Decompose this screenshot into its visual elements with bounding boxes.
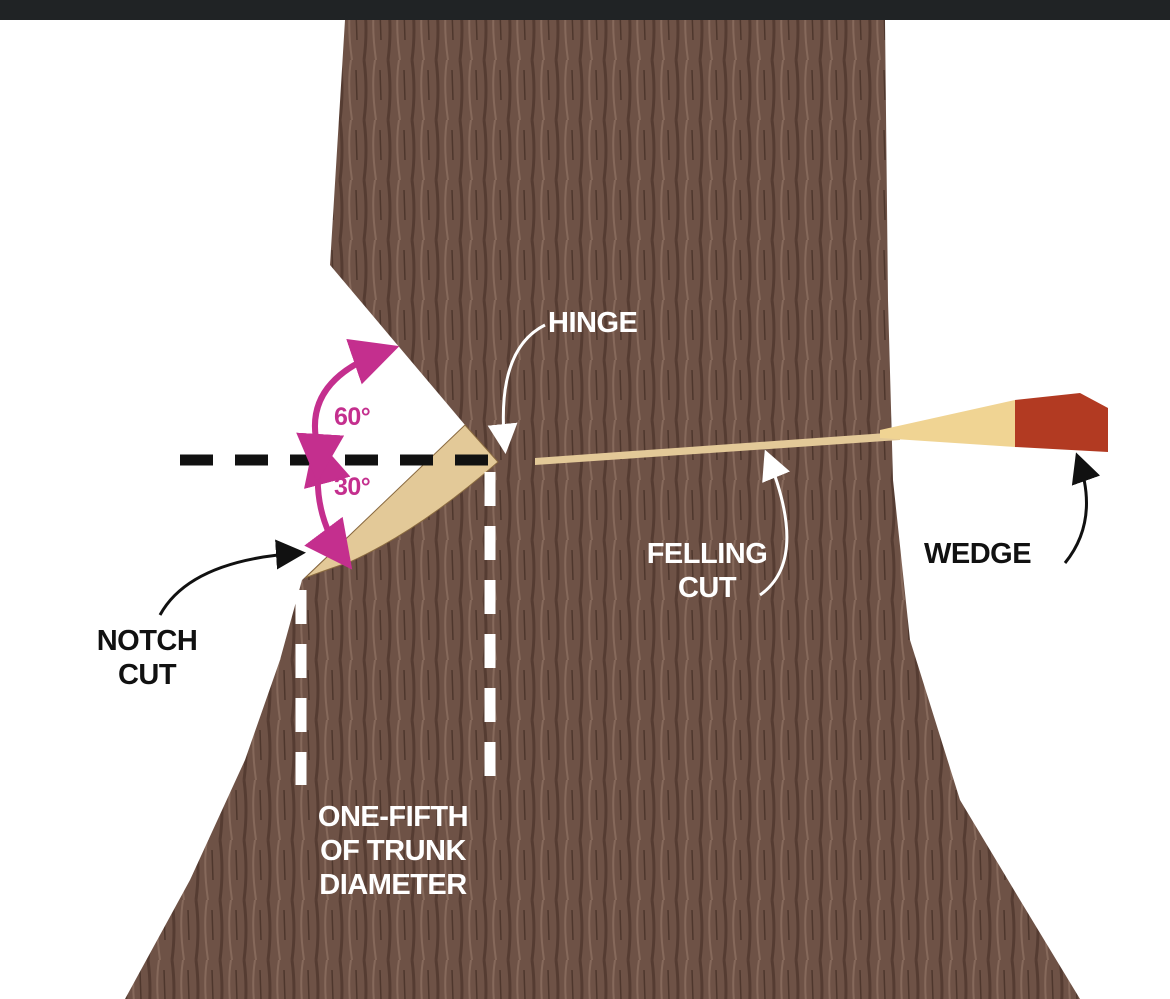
felling-cut: [535, 432, 900, 465]
felling-cut-line1: FELLING: [646, 538, 768, 570]
notch-cut-label: NOTCH CUT: [82, 624, 212, 692]
angle-60-label: 60°: [334, 403, 371, 431]
wedge-label: WEDGE: [924, 538, 1032, 570]
notch-cut-line1: NOTCH: [96, 625, 198, 657]
wedge: [880, 393, 1108, 452]
one-fifth-line1: ONE-FIFTH: [317, 801, 469, 833]
notch-cut-line2: CUT: [117, 659, 177, 691]
hinge-label: HINGE: [548, 307, 638, 339]
felling-cut-line2: CUT: [677, 572, 737, 604]
angle-30-label: 30°: [334, 473, 371, 501]
one-fifth-label: ONE-FIFTH OF TRUNK DIAMETER: [298, 800, 488, 902]
wedge-arrow: [1063, 452, 1101, 564]
tree-trunk: [125, 20, 1080, 999]
felling-cut-label: FELLING CUT: [632, 537, 782, 605]
one-fifth-line3: DIAMETER: [319, 869, 467, 901]
notch-arrow: [158, 539, 306, 616]
hinge-arrow: [487, 323, 546, 454]
one-fifth-line2: OF TRUNK: [320, 835, 466, 867]
angle-30-arrow: [296, 432, 353, 570]
top-bar: [0, 0, 1170, 20]
notch-wedge: [304, 424, 499, 579]
felling-arrow: [759, 449, 790, 597]
